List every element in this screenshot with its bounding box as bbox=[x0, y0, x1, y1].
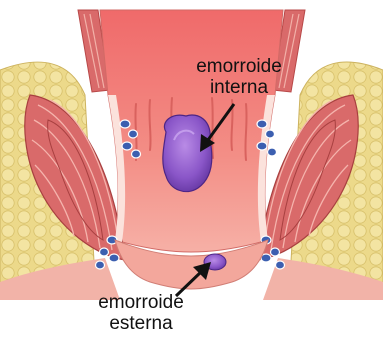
external-label-line-1: emorroide bbox=[66, 292, 216, 313]
external-hemorrhoid-label: emorroide esterna bbox=[66, 292, 216, 334]
internal-hemorrhoid-label: emorroide interna bbox=[164, 56, 314, 98]
internal-label-line-1: emorroide bbox=[164, 56, 314, 77]
external-label-line-2: esterna bbox=[66, 313, 216, 334]
internal-label-line-2: interna bbox=[164, 77, 314, 98]
internal-hemorrhoid bbox=[163, 115, 212, 192]
